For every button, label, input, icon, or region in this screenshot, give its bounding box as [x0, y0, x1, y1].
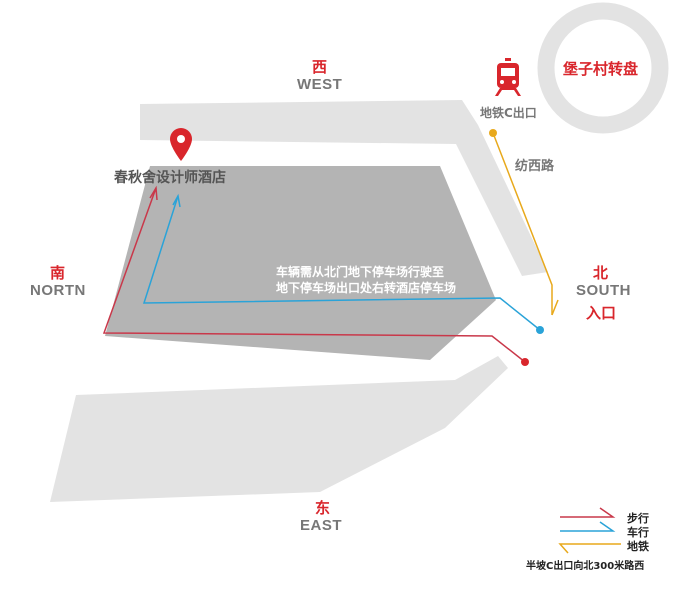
roundabout-ring [537, 2, 669, 134]
west-en-label: WEST [297, 76, 343, 93]
east-cn-label: 东 [315, 499, 331, 517]
legend-walking-label: 步行 [627, 512, 649, 525]
driving-arrowhead [172, 193, 181, 208]
legend-driving-line [560, 521, 616, 532]
metro-exit-label: 地铁C出口 [480, 106, 537, 120]
north-en-label: SOUTH [576, 282, 631, 299]
train-icon [495, 58, 521, 96]
roundabout-label: 堡子村转盘 [563, 60, 639, 78]
road-label: 纺西路 [515, 159, 555, 174]
legend-metro-line [558, 543, 621, 554]
west-road [140, 100, 548, 276]
north-cn-label: 北 [593, 264, 609, 282]
driving-end-dot [536, 326, 544, 334]
walking-arrowhead [149, 185, 158, 201]
metro-start-dot [489, 129, 497, 137]
legend-footnote: 半坡C出口向北300米路西 [526, 561, 645, 572]
entrance-label: 入口 [586, 304, 617, 322]
metro-route [492, 132, 553, 315]
hotel-building [105, 166, 496, 360]
legend-lines [558, 507, 621, 554]
hotel-label: 春秋舍设计师酒店 [114, 170, 226, 186]
east-road [50, 356, 508, 502]
parking-note-line2: 地下停车场出口处右转酒店停车场 [276, 281, 457, 295]
parking-note-line1: 车辆需从北门地下停车场行驶至 [276, 265, 445, 279]
west-cn-label: 西 [312, 58, 328, 76]
legend-metro-label: 地铁 [627, 540, 649, 553]
walking-route [102, 187, 526, 363]
location-pin-icon [170, 128, 192, 161]
driving-route [142, 195, 541, 331]
south-en-label: NORTN [30, 282, 86, 299]
walking-start-dot [521, 358, 529, 366]
legend-walking-line [560, 507, 616, 518]
legend-driving-label: 车行 [627, 526, 649, 539]
east-en-label: EAST [300, 517, 343, 534]
south-cn-label: 南 [50, 264, 66, 282]
metro-arrowhead [551, 299, 559, 316]
